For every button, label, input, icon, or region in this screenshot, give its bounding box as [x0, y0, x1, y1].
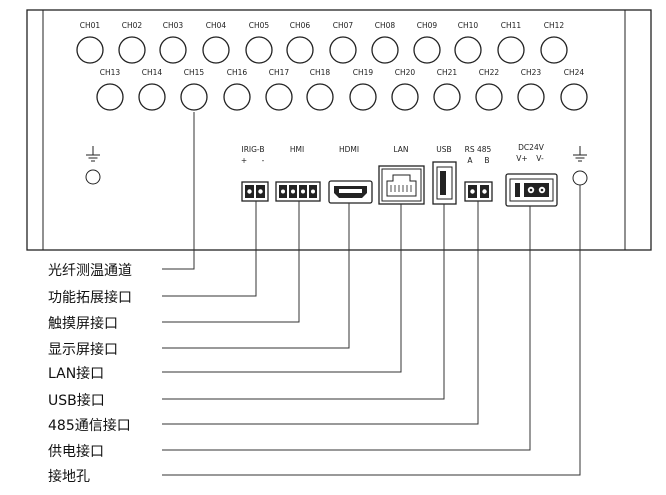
channel-label: CH24: [564, 68, 585, 77]
fiber-connector-icon[interactable]: [76, 36, 104, 64]
dc-pin-plus: V+: [516, 154, 527, 163]
channel-label: CH14: [142, 68, 163, 77]
channel-label: CH01: [80, 21, 101, 30]
fiber-connector-icon[interactable]: [180, 83, 208, 111]
ground-symbol-icon: [86, 146, 100, 162]
fiber-connector-icon[interactable]: [138, 83, 166, 111]
fiber-connector-icon[interactable]: [96, 83, 124, 111]
fiber-connector-icon[interactable]: [286, 36, 314, 64]
channel-label: CH18: [310, 68, 331, 77]
fiber-connector-icon[interactable]: [497, 36, 525, 64]
fiber-connector-icon[interactable]: [371, 36, 399, 64]
callout-power-port: 供电接口: [48, 443, 104, 460]
channel-label: CH10: [458, 21, 479, 30]
terminal-block-icon[interactable]: [241, 181, 269, 202]
channel-label: CH16: [227, 68, 248, 77]
hdmi-port: HDMI: [328, 145, 373, 204]
fiber-connector-icon[interactable]: [433, 83, 461, 111]
callout-display-port: 显示屏接口: [48, 341, 118, 358]
channel-label: CH13: [100, 68, 121, 77]
usb-port-icon[interactable]: [432, 161, 457, 205]
lan-port: LAN: [378, 145, 425, 205]
channel-label: CH09: [417, 21, 438, 30]
device-chassis: [26, 9, 652, 251]
channel-label: CH11: [501, 21, 522, 30]
hmi-port: HMI: [275, 145, 321, 202]
channel-label: CH02: [122, 21, 143, 30]
callout-touchscreen-port: 触摸屏接口: [48, 315, 118, 332]
rs485-label: RS 485: [465, 145, 492, 154]
ground-right: [572, 146, 588, 186]
usb-label: USB: [436, 145, 451, 154]
channel-label: CH17: [269, 68, 290, 77]
channel-label: CH20: [395, 68, 416, 77]
irig-b-pin-minus: -: [262, 156, 265, 165]
fiber-connector-icon[interactable]: [413, 36, 441, 64]
rs485-pin-a: A: [467, 156, 473, 165]
callout-lan-port: LAN接口: [48, 365, 104, 382]
channel-label: CH15: [184, 68, 205, 77]
dc-power-connector-icon[interactable]: [505, 173, 558, 207]
irig-b-label: IRIG-B: [241, 145, 264, 154]
irig-b-pin-plus: +: [241, 156, 247, 165]
channel-label: CH06: [290, 21, 311, 30]
fiber-connector-icon[interactable]: [159, 36, 187, 64]
fiber-connector-icon[interactable]: [202, 36, 230, 64]
channel-label: CH23: [521, 68, 542, 77]
channel-label: CH21: [437, 68, 458, 77]
callout-labels: 光纤测温通道 功能拓展接口 触摸屏接口 显示屏接口 LAN接口 USB接口 48…: [48, 263, 132, 485]
channel-label: CH12: [544, 21, 565, 30]
fiber-connector-icon[interactable]: [391, 83, 419, 111]
hdmi-port-icon[interactable]: [328, 180, 373, 204]
rs485-pin-b: B: [484, 156, 489, 165]
fiber-connector-icon[interactable]: [118, 36, 146, 64]
irig-b-port: IRIG-B + -: [241, 145, 269, 202]
fiber-connector-icon[interactable]: [475, 83, 503, 111]
callout-usb-port: USB接口: [48, 392, 105, 409]
fiber-connector-icon[interactable]: [540, 36, 568, 64]
dc-power-port: DC24V V+ V-: [505, 143, 558, 207]
usb-port: USB: [432, 145, 457, 205]
hdmi-label: HDMI: [339, 145, 359, 154]
channel-label: CH03: [163, 21, 184, 30]
fiber-connector-icon[interactable]: [245, 36, 273, 64]
callout-fiber-channels: 光纤测温通道: [48, 263, 132, 279]
fiber-connector-icon[interactable]: [306, 83, 334, 111]
callout-rs485-port: 485通信接口: [48, 417, 131, 434]
fiber-connector-icon[interactable]: [329, 36, 357, 64]
fiber-connector-icon[interactable]: [517, 83, 545, 111]
channel-label: CH07: [333, 21, 354, 30]
channel-label: CH04: [206, 21, 227, 30]
terminal-block-icon[interactable]: [275, 181, 321, 202]
dc-pin-minus: V-: [536, 154, 544, 163]
channel-label: CH19: [353, 68, 374, 77]
channel-row-1: CH01 CH02 CH03 CH04 CH05 CH06 CH07 CH08 …: [76, 21, 568, 64]
channel-row-2: CH13 CH14 CH15 CH16 CH17 CH18 CH19 CH20 …: [96, 68, 588, 111]
rs485-port: RS 485 A B: [464, 145, 493, 202]
hmi-label: HMI: [290, 145, 304, 154]
callout-ground-hole: 接地孔: [48, 468, 90, 485]
leader-lines: [162, 112, 581, 476]
fiber-connector-icon[interactable]: [265, 83, 293, 111]
ground-symbol-icon: [573, 146, 587, 162]
mounting-hole-icon: [85, 169, 101, 185]
fiber-connector-icon[interactable]: [560, 83, 588, 111]
callout-function-expansion: 功能拓展接口: [48, 289, 132, 306]
fiber-connector-icon[interactable]: [223, 83, 251, 111]
rj45-port-icon[interactable]: [378, 165, 425, 205]
mounting-hole-icon: [572, 170, 588, 186]
terminal-block-icon[interactable]: [464, 181, 493, 202]
channel-label: CH22: [479, 68, 500, 77]
ground-left: [85, 146, 101, 185]
channel-label: CH05: [249, 21, 270, 30]
fiber-connector-icon[interactable]: [349, 83, 377, 111]
lan-label: LAN: [393, 145, 408, 154]
dc-label: DC24V: [518, 143, 545, 152]
channel-label: CH08: [375, 21, 396, 30]
fiber-connector-icon[interactable]: [454, 36, 482, 64]
